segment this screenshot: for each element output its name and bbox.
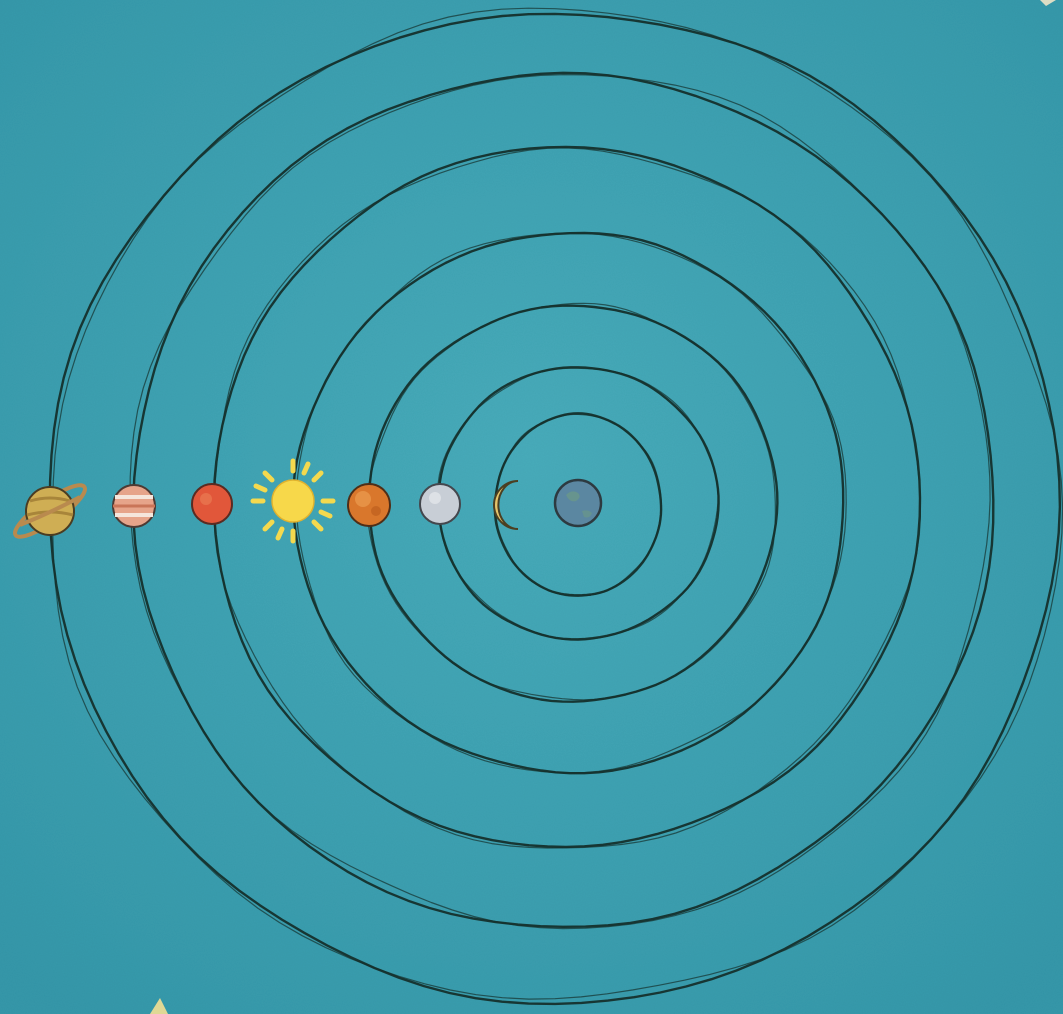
earth-icon [555,480,601,526]
mercury-icon [420,484,460,524]
sun-icon [253,461,333,541]
mars-icon [192,484,232,524]
jupiter-icon [113,485,155,527]
venus-icon [348,484,390,526]
